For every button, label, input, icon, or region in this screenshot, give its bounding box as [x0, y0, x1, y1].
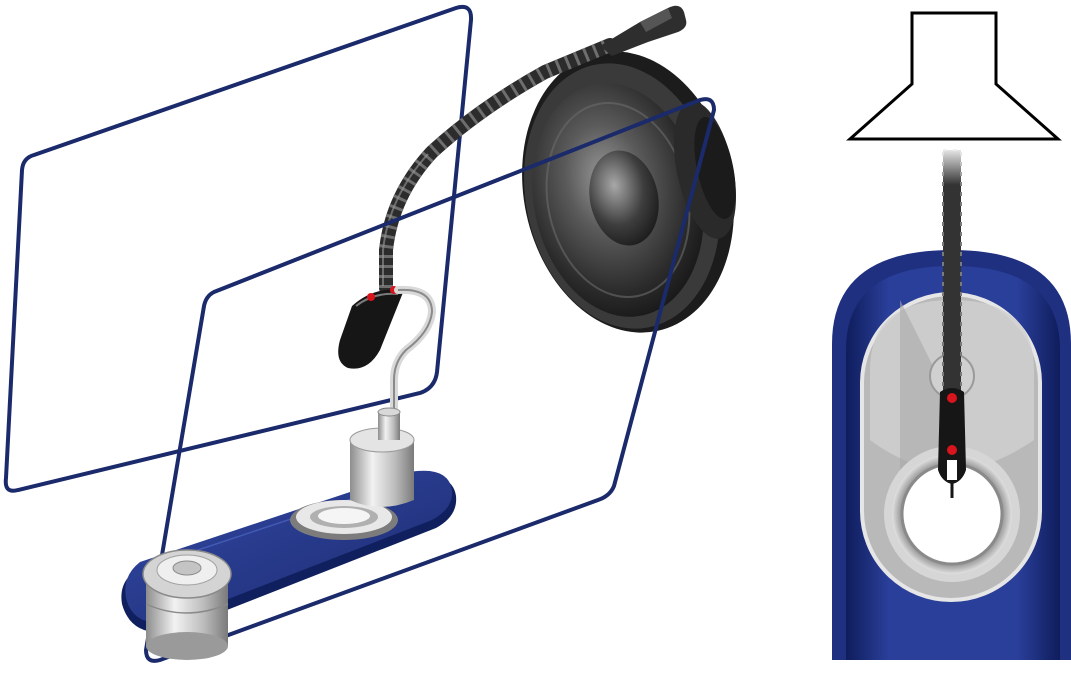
- coupler: [290, 408, 414, 540]
- right-panel: [832, 13, 1071, 660]
- hearing-aid: [338, 286, 432, 408]
- loop-frame-rear: [6, 7, 471, 491]
- reference-microphone: [600, 6, 686, 56]
- marker-dot: [947, 393, 957, 403]
- marker-dot: [367, 293, 375, 301]
- marker-dot: [947, 445, 957, 455]
- adjustment-knob: [143, 550, 231, 660]
- left-panel: [6, 6, 760, 661]
- loudspeaker-symbol: [850, 13, 1058, 139]
